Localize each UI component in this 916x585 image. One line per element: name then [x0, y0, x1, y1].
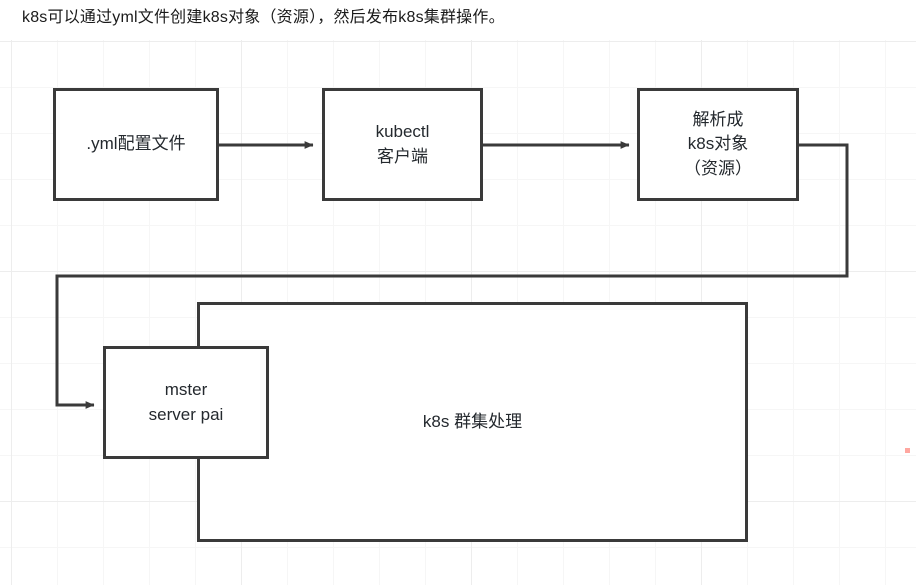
caption-text: k8s可以通过yml文件创建k8s对象（资源），然后发布k8s集群操作。	[22, 9, 505, 26]
node-cluster-label: k8s 群集处理	[423, 410, 522, 435]
marker-dot	[905, 448, 910, 453]
node-yml-config-file[interactable]: .yml配置文件	[53, 88, 219, 201]
node-master-line-2: server pai	[148, 404, 224, 424]
node-master-label: mster server pai	[149, 378, 224, 427]
node-master-line-1: mster	[164, 379, 208, 399]
node-kubectl-line-1: kubectl	[375, 121, 430, 141]
node-cluster-line-1: k8s 群集处理	[422, 411, 523, 431]
node-parse-label: 解析成 k8s对象 （资源）	[684, 108, 752, 182]
node-k8s-cluster-processing[interactable]: k8s 群集处理	[197, 302, 748, 542]
node-parse-line-1: 解析成	[692, 109, 744, 129]
node-yml-line-1: .yml配置文件	[86, 134, 186, 154]
node-parse-line-2: k8s对象	[687, 134, 749, 154]
node-yml-label: .yml配置文件	[86, 132, 185, 157]
node-kubectl-client[interactable]: kubectl 客户端	[322, 88, 483, 201]
node-master-server[interactable]: mster server pai	[103, 346, 269, 459]
node-kubectl-line-2: 客户端	[377, 146, 428, 166]
node-parse-line-3: （资源）	[684, 158, 752, 178]
node-parse-k8s-object[interactable]: 解析成 k8s对象 （资源）	[637, 88, 799, 201]
node-kubectl-label: kubectl 客户端	[376, 120, 430, 169]
